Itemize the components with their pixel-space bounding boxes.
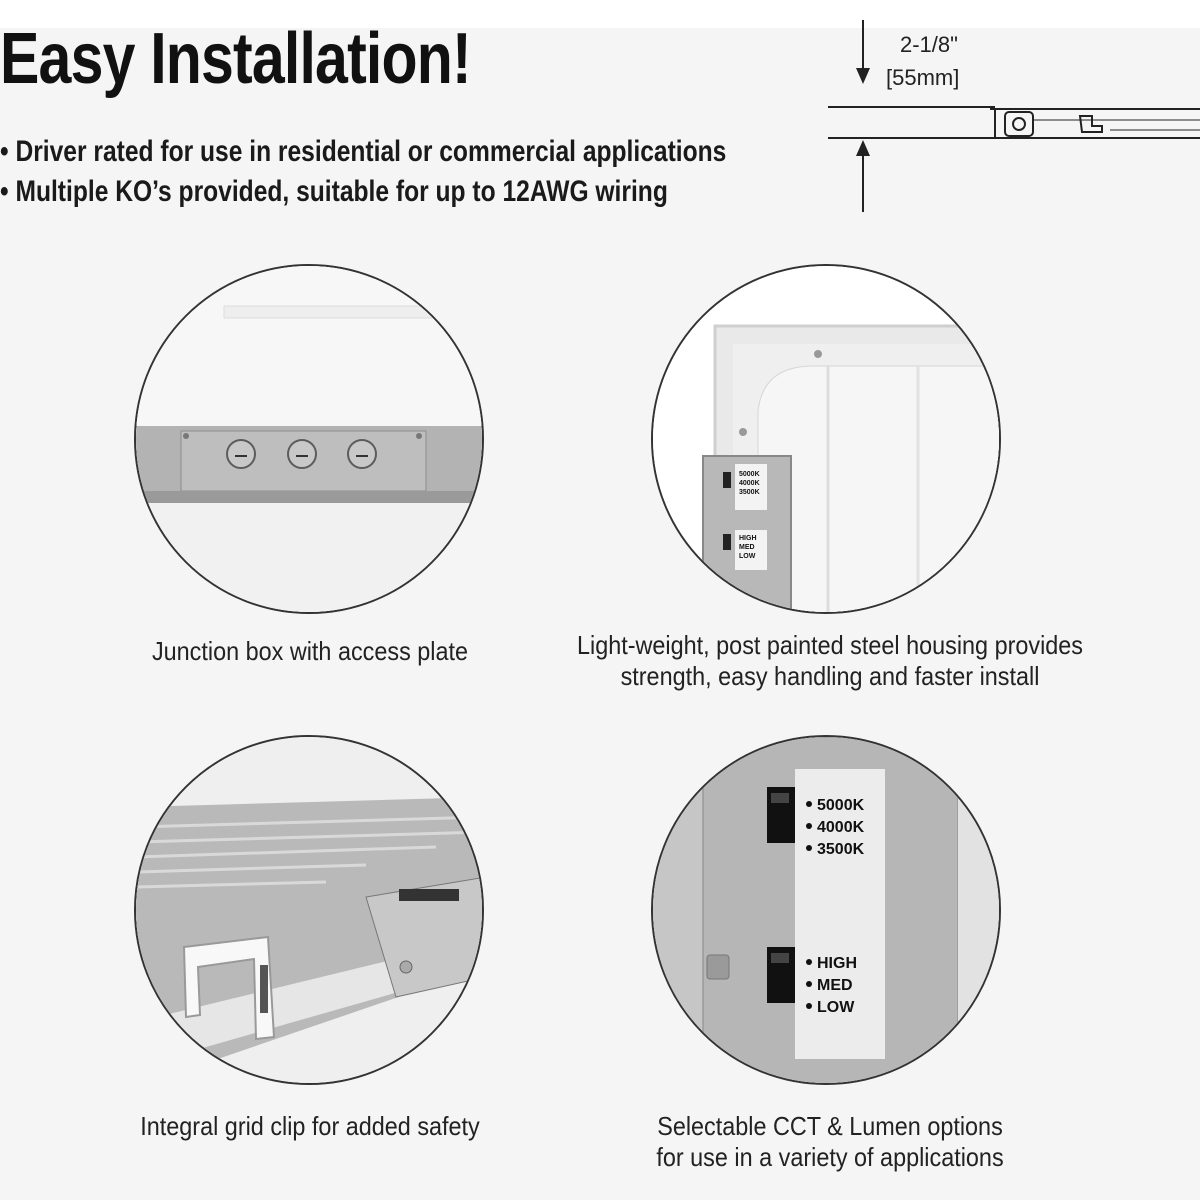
steel-housing-photo: 5000K 4000K 3500K HIGH MED LOW: [651, 264, 1001, 614]
top-band: [0, 0, 1200, 28]
caption-line: for use in a variety of applications: [656, 1142, 1004, 1172]
caption-line: Junction box with access plate: [151, 636, 469, 666]
caption-line: Integral grid clip for added safety: [140, 1111, 480, 1141]
caption-junction-box: Junction box with access plate: [40, 636, 580, 667]
bullet-knockouts: • Multiple KO’s provided, suitable for u…: [0, 175, 668, 208]
grid-clip-photo: [134, 735, 484, 1085]
lumen-label-small-1: HIGH: [739, 535, 757, 542]
selector-switch-photo: 5000K 4000K 3500K HIGH MED LOW: [651, 735, 1001, 1085]
bullet-list: • Driver rated for use in residential or…: [0, 135, 886, 215]
lumen-option-med: MED: [817, 977, 853, 994]
caption-line: strength, easy handling and faster insta…: [620, 661, 1040, 691]
caption-selectable-options: Selectable CCT & Lumen options for use i…: [560, 1111, 1100, 1173]
dimension-diagram: 2-1/8" [55mm]: [828, 20, 1200, 212]
bullet-driver-rating: • Driver rated for use in residential or…: [0, 135, 727, 168]
cct-option-4000k: 4000K: [817, 819, 865, 836]
page-title: Easy Installation!: [0, 19, 472, 99]
lumen-label-small-3: LOW: [739, 553, 756, 560]
cct-label-small-3: 3500K: [739, 489, 760, 496]
cct-option-5000k: 5000K: [817, 797, 865, 814]
caption-line: Light-weight, post painted steel housing…: [576, 630, 1084, 660]
caption-line: Selectable CCT & Lumen options: [657, 1111, 1003, 1141]
junction-box-photo: [134, 264, 484, 614]
dimension-metric: [55mm]: [886, 65, 959, 90]
caption-steel-housing: Light-weight, post painted steel housing…: [560, 630, 1100, 692]
cct-label-small-1: 5000K: [739, 471, 760, 478]
cct-option-3500k: 3500K: [817, 841, 865, 858]
lumen-option-high: HIGH: [817, 955, 857, 972]
fixture-profile: [990, 108, 1200, 139]
cct-label-small-2: 4000K: [739, 480, 760, 487]
caption-grid-clip: Integral grid clip for added safety: [40, 1111, 580, 1142]
lumen-option-low: LOW: [817, 999, 855, 1016]
dimension-imperial: 2-1/8": [900, 32, 958, 57]
lumen-label-small-2: MED: [739, 544, 755, 551]
